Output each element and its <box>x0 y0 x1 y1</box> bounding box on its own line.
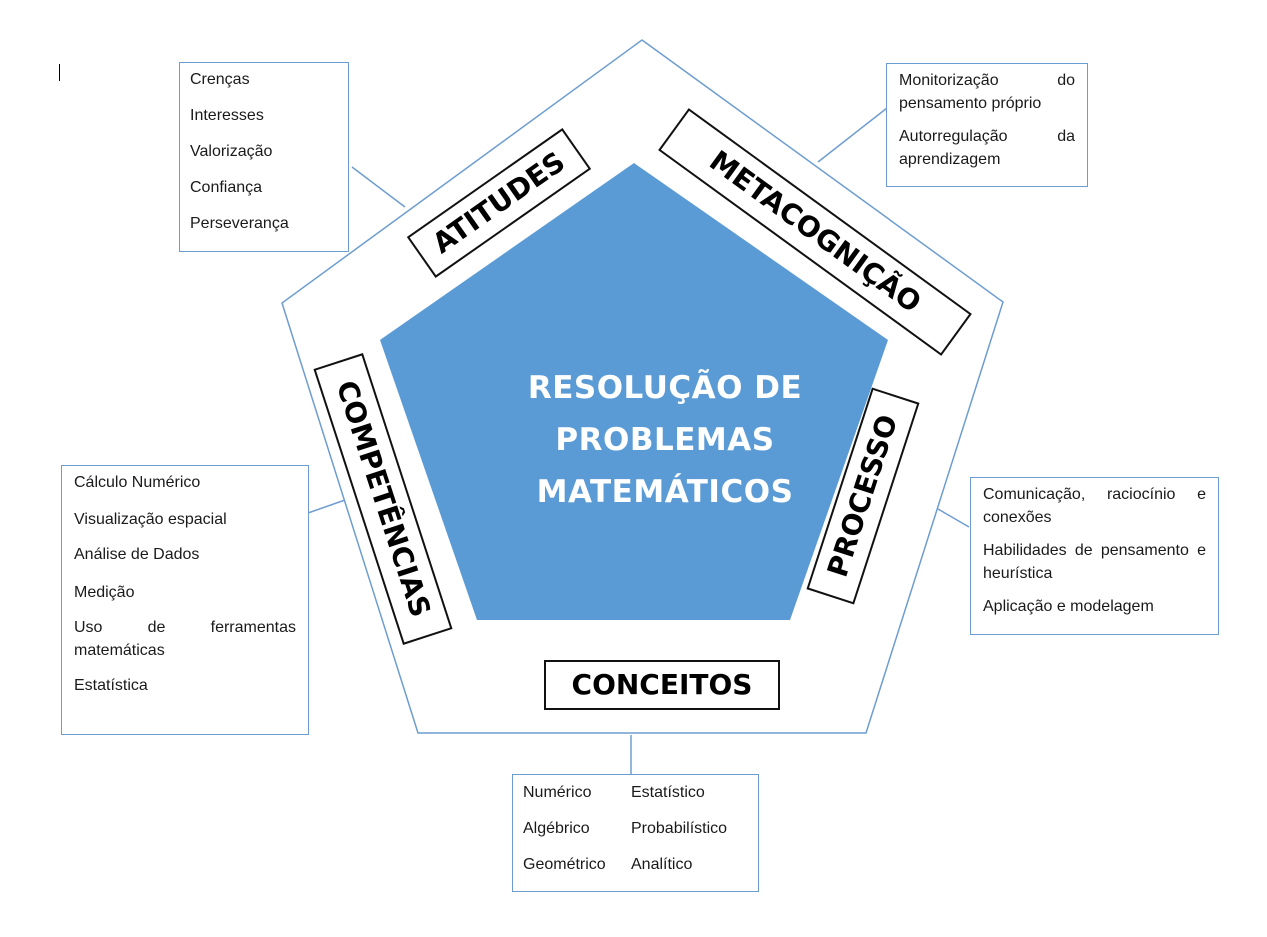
atitudes-item: Perseverança <box>190 215 289 232</box>
center-title-line: PROBLEMAS <box>555 422 775 458</box>
competencias-item: Cálculo Numérico <box>74 474 201 491</box>
conceitos-item: Algébrico <box>523 820 590 837</box>
competencias-item: Uso de ferramentas matemáticas <box>74 619 296 659</box>
processo-item: Habilidades de pensamento e heurística <box>983 542 1206 582</box>
competencias-item: Visualização espacial <box>74 511 227 528</box>
processo-box: Comunicação, raciocínio e conexões Habil… <box>970 477 1219 635</box>
atitudes-item: Valorização <box>190 143 273 160</box>
text-cursor <box>59 64 60 81</box>
processo-item: Comunicação, raciocínio e conexões <box>983 486 1206 526</box>
competencias-item: Medição <box>74 584 135 601</box>
connector-metacognicao <box>817 107 888 163</box>
conceitos-item: Numérico <box>523 784 592 801</box>
atitudes-item: Confiança <box>190 179 263 196</box>
conceitos-column-1: Numérico Algébrico Geométrico <box>523 781 631 891</box>
conceitos-item: Analítico <box>631 856 693 873</box>
processo-item: Aplicação e modelagem <box>983 598 1154 615</box>
atitudes-item: Crenças <box>190 71 250 88</box>
conceitos-column-2: Estatístico Probabilístico Analítico <box>631 781 739 891</box>
center-title-line: MATEMÁTICOS <box>536 474 794 510</box>
label-conceitos: CONCEITOS <box>544 660 780 710</box>
metacognicao-item: Monitorização do pensamento próprio <box>899 72 1075 112</box>
conceitos-item: Geométrico <box>523 856 606 873</box>
conceitos-item: Probabilístico <box>631 820 728 837</box>
connector-atitudes <box>351 166 406 208</box>
connector-processo <box>937 508 970 528</box>
center-title: RESOLUÇÃO DE PROBLEMAS MATEMÁTICOS <box>480 362 850 518</box>
metacognicao-item: Autorregulação da aprendizagem <box>899 128 1075 168</box>
metacognicao-box: Monitorização do pensamento próprio Auto… <box>886 63 1088 187</box>
competencias-item: Estatística <box>74 677 148 694</box>
atitudes-box: Crenças Interesses Valorização Confiança… <box>179 62 349 252</box>
conceitos-item: Estatístico <box>631 784 705 801</box>
connector-competencias <box>307 499 346 514</box>
competencias-item: Análise de Dados <box>74 546 200 563</box>
atitudes-item: Interesses <box>190 107 264 124</box>
conceitos-box: Numérico Algébrico Geométrico Estatístic… <box>512 774 759 892</box>
inner-pentagon <box>380 163 888 620</box>
competencias-box: Cálculo Numérico Visualização espacial A… <box>61 465 309 735</box>
center-title-line: RESOLUÇÃO DE <box>527 370 803 406</box>
